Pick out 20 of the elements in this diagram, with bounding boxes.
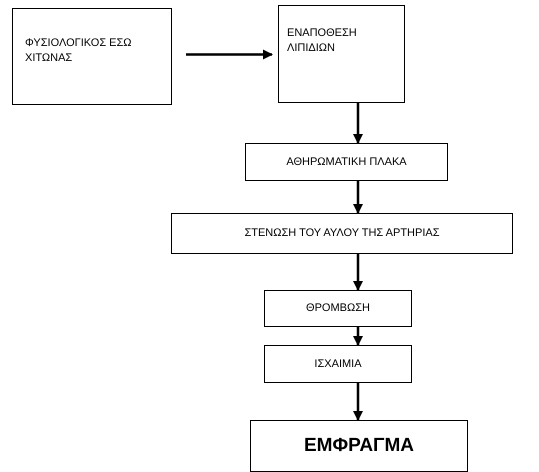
arrow <box>353 254 363 291</box>
box-label: ΑΘΗΡΩΜΑΤΙΚΗ ΠΛΑΚΑ <box>286 154 407 170</box>
arrow <box>186 50 273 60</box>
box-label: ΙΣΧΑΙΜΙΑ <box>314 356 362 372</box>
box-label: ΕΜΦΡΑΓΜΑ <box>304 434 414 458</box>
process-box <box>250 420 468 472</box>
arrow <box>353 327 363 346</box>
arrow <box>353 103 363 144</box>
process-box <box>12 8 172 105</box>
process-box <box>171 213 513 254</box>
process-box <box>264 345 412 383</box>
process-box <box>245 143 448 181</box>
process-box <box>278 5 405 103</box>
arrow <box>353 383 363 421</box>
process-box <box>264 290 412 327</box>
box-label: ΣΤΕΝΩΣΗ ΤΟΥ ΑΥΛΟΥ ΤΗΣ ΑΡΤΗΡΙΑΣ <box>244 226 440 242</box>
box-label: ΦΥΣΙΟΛΟΓΙΚΟΣ ΕΣΩ ΧΙΤΩΝΑΣ <box>25 36 133 66</box>
arrow <box>353 181 363 214</box>
box-label: ΕΝΑΠΟΘΕΣΗ ΛΙΠΙΔΙΩΝ <box>287 26 358 56</box>
box-label: ΘΡΟΜΒΩΣΗ <box>306 301 370 316</box>
